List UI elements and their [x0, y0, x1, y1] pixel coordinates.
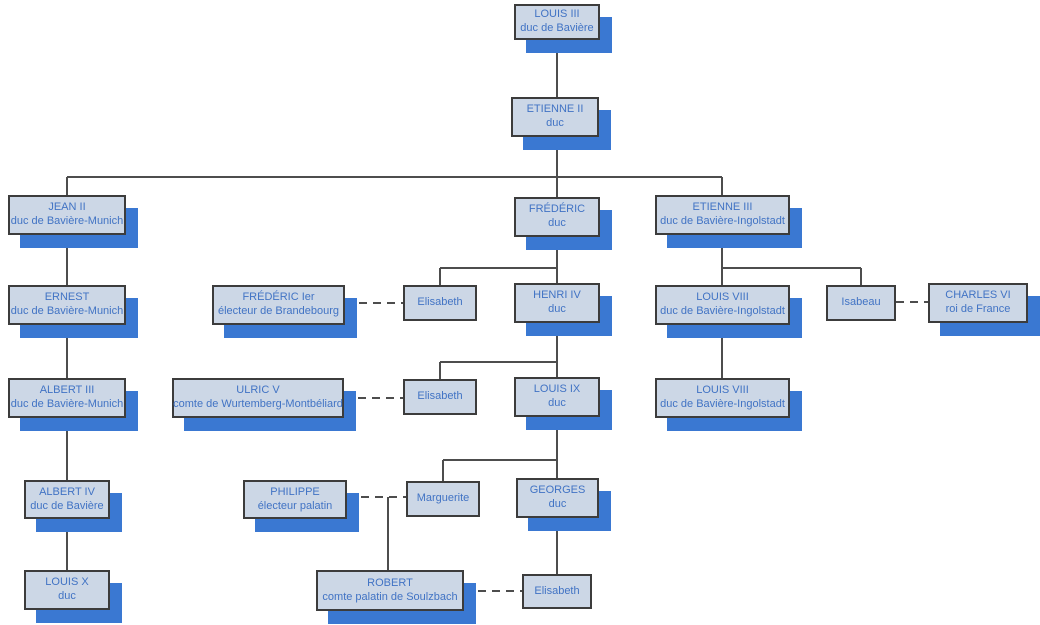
node-marguerite: Marguerite [406, 481, 480, 517]
person-name: LOUIS VIII [696, 384, 749, 397]
person-title: électeur palatin [257, 499, 333, 512]
node-elisabeth-2: Elisabeth [403, 379, 477, 415]
person-name: Elisabeth [417, 296, 463, 309]
node-isabeau: Isabeau [826, 285, 896, 321]
person-title: duc [548, 397, 566, 409]
person-title: duc de Bavière-Ingolstadt [660, 305, 785, 317]
person-title: comte palatin de Soulzbach [322, 590, 458, 603]
person-name: Marguerite [416, 492, 470, 505]
person-title: duc de Bavière-Ingolstadt [660, 215, 785, 227]
person-name: ULRIC V [236, 384, 280, 397]
person-name: Elisabeth [534, 584, 580, 597]
person-name: GEORGES [529, 484, 586, 497]
person-name: PHILIPPE [270, 485, 320, 498]
person-title: duc [548, 498, 567, 510]
person-title: duc de Bavière [30, 499, 104, 512]
node-elisabeth-3: Elisabeth [522, 574, 592, 609]
person-name: HENRI IV [533, 289, 581, 302]
person-title: roi de France [945, 303, 1011, 315]
person-name: FRÉDÉRIC Ier [242, 291, 315, 304]
node-elisabeth-1: Elisabeth [403, 285, 477, 321]
person-title: électeur de Brandebourg [217, 305, 340, 317]
person-name: ROBERT [367, 576, 413, 589]
person-title: duc de Bavière-Munich [10, 398, 124, 410]
person-name: Elisabeth [417, 390, 463, 403]
person-name: LOUIS VIII [696, 291, 749, 304]
person-name: JEAN II [48, 201, 86, 214]
person-name: ETIENNE III [692, 201, 753, 214]
person-title: duc [548, 303, 566, 315]
person-name: ERNEST [44, 291, 90, 304]
person-name: ALBERT III [39, 384, 95, 397]
person-name: FRÉDÉRIC [528, 203, 586, 216]
person-title: duc [548, 217, 566, 229]
person-title: duc de Bavière [520, 22, 594, 34]
person-name: ETIENNE II [526, 103, 584, 116]
person-name: LOUIS X [45, 576, 89, 589]
person-name: LOUIS III [534, 8, 580, 21]
person-title: duc de Bavière-Munich [10, 215, 124, 227]
person-title: duc de Bavière-Ingolstadt [660, 398, 785, 410]
person-name: ALBERT IV [39, 485, 95, 498]
person-name: LOUIS IX [533, 383, 581, 396]
person-name: Isabeau [841, 296, 881, 309]
person-title: duc [546, 117, 564, 129]
person-title: duc [58, 590, 76, 602]
person-title: duc de Bavière-Munich [10, 305, 124, 317]
person-name: CHARLES VI [945, 289, 1011, 302]
person-title: comte de Wurtemberg-Montbéliard [173, 398, 343, 410]
